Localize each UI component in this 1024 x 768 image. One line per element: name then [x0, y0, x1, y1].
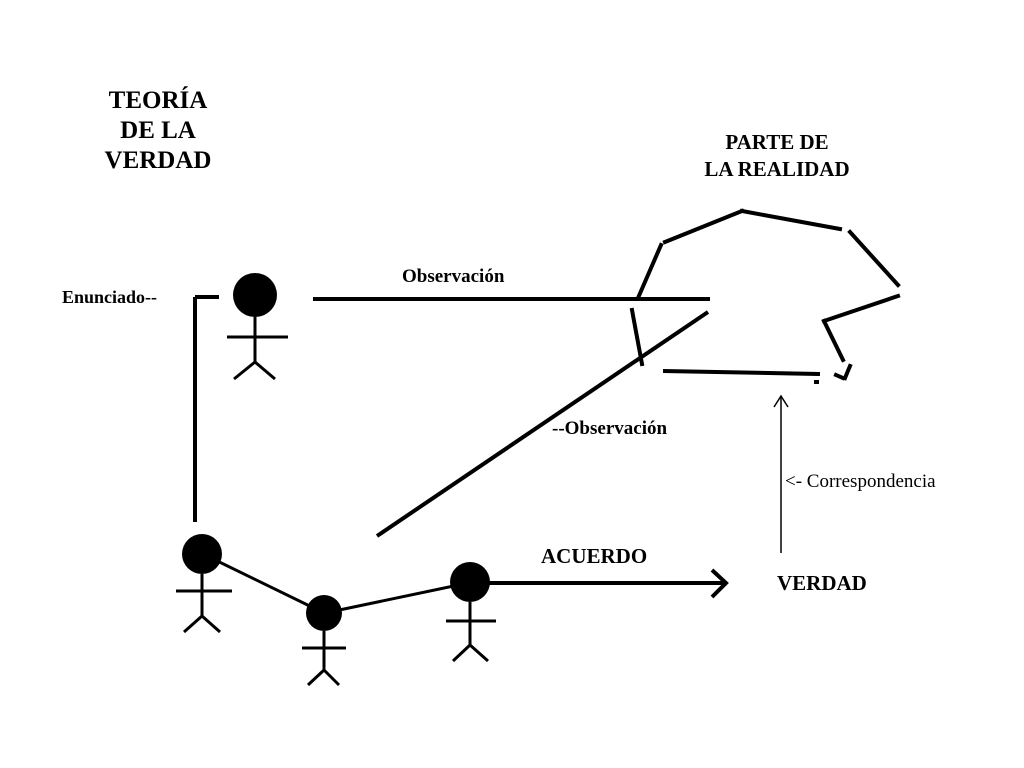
correspondencia-arrow-head — [773, 394, 789, 408]
person-right — [446, 562, 496, 663]
agreement-link — [324, 581, 469, 615]
correspondencia-label: <- Correspondencia — [785, 471, 936, 492]
enunciado-label: Enunciado-- — [62, 287, 158, 307]
agreement-link — [204, 553, 323, 614]
reality-shape — [629, 208, 901, 384]
observation-line-diagonal — [375, 310, 710, 538]
reality-edge — [847, 229, 901, 288]
reality-edge — [821, 318, 846, 363]
reality-edge — [833, 372, 846, 381]
reality-label-line: PARTE DE — [725, 130, 829, 154]
title-line: VERDAD — [104, 147, 212, 174]
person-left — [176, 534, 232, 634]
reality-edge — [635, 242, 664, 301]
reality-edge — [662, 208, 745, 245]
reality-edge — [842, 363, 853, 381]
verdad-label: VERDAD — [777, 571, 867, 595]
person-middle — [302, 595, 346, 687]
diagram-title: TEORÍA DE LA VERDAD — [88, 86, 228, 176]
observation-label-diagonal: --Observación — [552, 418, 668, 439]
person-observer-top — [227, 273, 288, 381]
acuerdo-label: ACUERDO — [541, 544, 648, 568]
reality-edge — [821, 293, 901, 324]
reality-edge — [662, 368, 821, 377]
acuerdo-arrow-head — [710, 568, 729, 599]
title-line: DE LA — [120, 117, 196, 144]
reality-edge — [629, 307, 645, 367]
reality-label-line: LA REALIDAD — [704, 157, 850, 181]
reality-dot — [814, 380, 819, 384]
reality-edge — [739, 208, 843, 232]
title-line: TEORÍA — [108, 87, 208, 114]
observation-label-top: Observación — [402, 266, 505, 287]
reality-label: PARTE DE LA REALIDAD — [682, 129, 872, 183]
